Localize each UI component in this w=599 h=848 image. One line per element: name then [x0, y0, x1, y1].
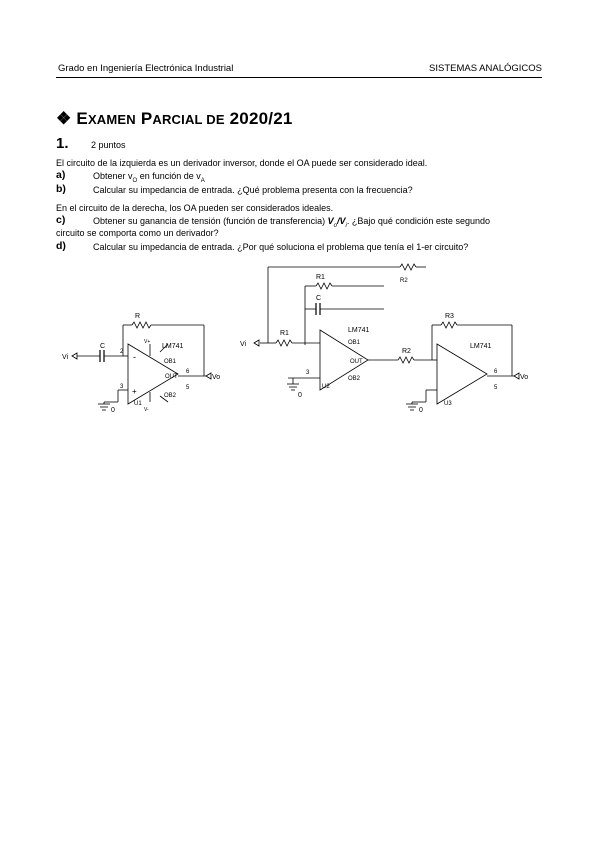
header-subject: SISTEMAS ANALÓGICOS — [429, 63, 542, 74]
right-pin6-label: 6 — [494, 369, 498, 375]
left-vi-label: Vi — [62, 354, 69, 361]
title-word1-rest: XAMEN — [87, 112, 136, 127]
left-input-arrow — [71, 352, 78, 360]
left-pin7: V+ — [144, 339, 150, 345]
right-vi-label: Vi — [240, 341, 247, 348]
left-ob2-label: OB2 — [164, 393, 177, 399]
right-u2-label: U2 — [322, 384, 330, 390]
left-u1-label: U1 — [134, 401, 142, 407]
right-output-arrow — [513, 372, 520, 380]
right-gnd2-label: 0 — [419, 407, 423, 414]
diamond-icon: ❖ — [56, 109, 72, 128]
right-r2b-resistor — [397, 356, 415, 364]
item-c-ratio: V — [327, 216, 334, 226]
right-r1b-label: R1 — [280, 330, 289, 337]
right-input-arrow — [253, 339, 260, 347]
item-c-label: c) — [56, 214, 66, 226]
exam-title: ❖ EXAMEN PARCIAL DE 2020/21 — [56, 109, 293, 129]
item-a-text-2: en función de v — [137, 171, 201, 181]
left-ob1-pin — [159, 343, 169, 353]
question-number: 1. — [56, 135, 69, 152]
left-feedback-resistor — [131, 321, 152, 329]
right-r2-label: R2 — [400, 278, 408, 284]
right-ob2-label: OB2 — [348, 376, 361, 382]
question-intro: El circuito de la izquierda es un deriva… — [56, 158, 428, 168]
left-pin4: V- — [144, 407, 149, 413]
right-r1a-label: R1 — [316, 274, 325, 281]
left-opamp-label: LM741 — [162, 343, 184, 350]
left-r-label: R — [135, 313, 140, 320]
item-c-text: Obtener su ganancia de tensión (función … — [93, 216, 490, 229]
header-rule — [56, 77, 542, 78]
right-pin3-label: 3 — [306, 370, 310, 376]
left-out-label: OUT — [165, 374, 178, 380]
right-r1-resistor — [315, 282, 333, 290]
title-word1-cap: E — [76, 109, 88, 128]
left-plus-sign: + — [132, 387, 137, 396]
question-points: 2 puntos — [91, 140, 126, 150]
item-c-sub-1: o — [333, 222, 338, 229]
item-c-text-3: circuito se comporta como un derivador? — [56, 228, 219, 238]
right-vo-label: Vo — [520, 374, 528, 381]
circuit-left: Vi C R LM741 - + 2 3 6 5 V+ V- OB1 OUT O… — [62, 313, 220, 414]
left-gnd-label: 0 — [111, 407, 115, 414]
title-word2-cap: P — [140, 109, 153, 128]
item-a-sub-1: O — [132, 177, 138, 184]
item-b-label: b) — [56, 183, 66, 195]
title-word2-rest: ARCIAL DE — [152, 112, 225, 127]
right-c-label: C — [316, 295, 321, 302]
right-opamp2 — [436, 343, 488, 405]
item-d-text: Calcular su impedancia de entrada. ¿Por … — [93, 242, 469, 252]
item-a-label: a) — [56, 169, 66, 181]
left-pin5: 5 — [186, 385, 190, 391]
left-pin2: 2 — [120, 349, 124, 355]
right-gnd1-label: 0 — [298, 392, 302, 399]
left-pin6: 6 — [186, 369, 190, 375]
item-c-sub-2: i — [345, 222, 347, 229]
item-a-sub-2: A — [200, 177, 205, 184]
item-d-label: d) — [56, 240, 66, 252]
item-b-text: Calcular su impedancia de entrada. ¿Qué … — [93, 185, 413, 195]
right-pin5-label: 5 — [494, 385, 498, 391]
right-ob1-label: OB1 — [348, 340, 361, 346]
right-u3-label: U3 — [444, 401, 452, 407]
right-r1b-resistor — [275, 339, 293, 347]
item-a-text: Obtener vO en función de vA — [93, 171, 205, 184]
left-opamp — [127, 343, 179, 405]
right-r2b-label: R2 — [402, 348, 411, 355]
left-vo-label: Vo — [212, 374, 220, 381]
right-r2-resistor — [399, 263, 417, 271]
left-output-arrow — [205, 372, 212, 380]
item-c-text-2: . ¿Bajo qué condición este segundo — [346, 216, 490, 226]
left-ob1-label: OB1 — [164, 359, 177, 365]
circuit-right: Vi R1 R1 C R2 R2 R3 LM741 LM741 OB1 OUT … — [240, 263, 528, 414]
left-minus-sign: - — [133, 352, 136, 362]
item-c-slash: /V — [337, 216, 346, 226]
item-c-text-1: Obtener su ganancia de tensión (función … — [93, 216, 328, 226]
right-opamp1 — [319, 329, 369, 391]
right-opamp2-label: LM741 — [470, 343, 492, 350]
question-intro2: En el circuito de la derecha, los OA pue… — [56, 203, 334, 213]
title-year: 2020/21 — [229, 109, 293, 128]
left-c-label: C — [100, 343, 105, 350]
right-r3-label: R3 — [445, 313, 454, 320]
header-course: Grado en Ingeniería Electrónica Industri… — [58, 63, 234, 74]
left-ob2-pin — [159, 395, 169, 403]
left-pin3: 3 — [120, 384, 124, 390]
right-opamp1-label: LM741 — [348, 327, 370, 334]
right-r3-resistor — [440, 321, 458, 329]
item-a-text-1: Obtener v — [93, 171, 133, 181]
right-out-label: OUT — [350, 359, 363, 365]
